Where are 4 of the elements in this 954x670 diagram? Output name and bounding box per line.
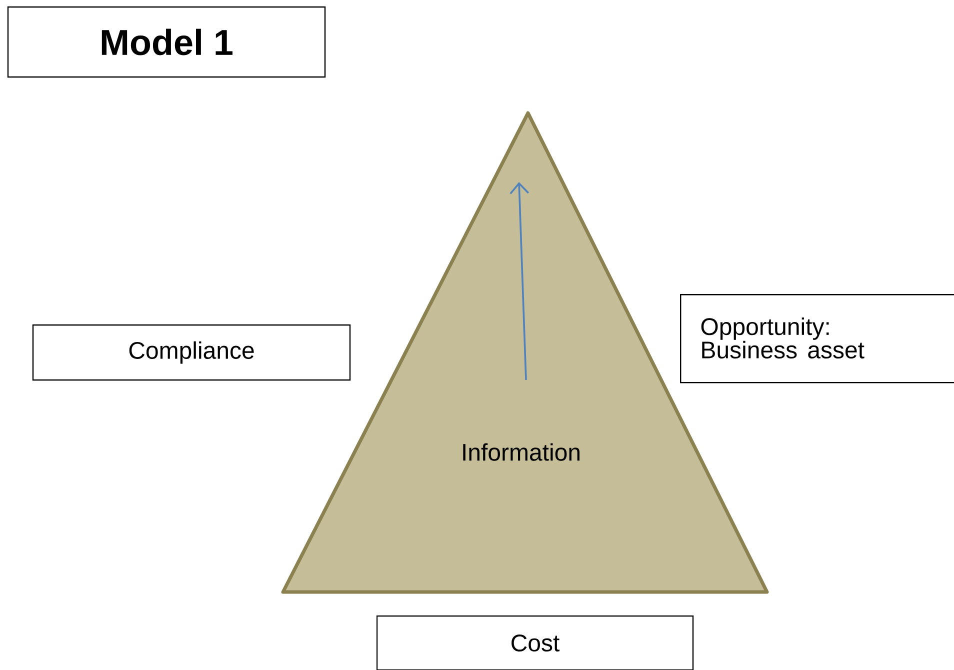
- text-box: Compliance: [32, 324, 351, 381]
- text-box: Opportunity: Business asset: [680, 294, 954, 384]
- text-box: Model 1: [7, 6, 326, 78]
- text-box: Cost: [376, 615, 694, 670]
